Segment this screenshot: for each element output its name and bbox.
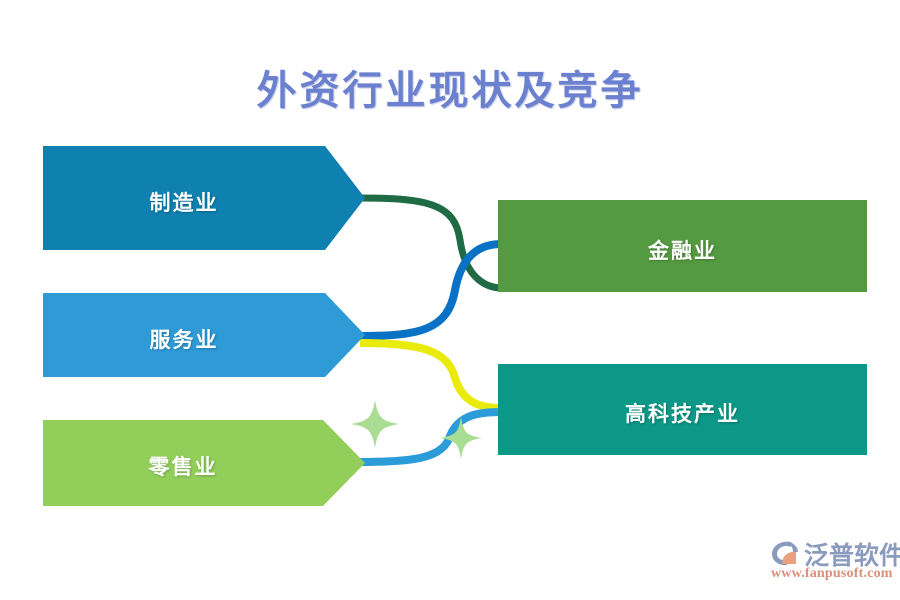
brand-url: www.fanpusoft.com: [771, 566, 893, 581]
decoration-group: [351, 400, 482, 459]
connector-services-to-finance: [359, 240, 503, 340]
brand-name: 泛普软件: [804, 543, 900, 570]
page-title: 外资行业现状及竞争: [256, 68, 644, 113]
brand-logo[interactable]: 泛普软件 www.fanpusoft.com: [768, 536, 900, 586]
right-node-group: [498, 200, 867, 455]
node-services[interactable]: [43, 293, 365, 377]
node-manufacturing[interactable]: [43, 146, 365, 250]
connector-manufacturing-to-finance: [359, 194, 503, 292]
node-finance[interactable]: [498, 200, 867, 292]
node-hightech[interactable]: [498, 364, 867, 455]
sparkle-left-icon: [351, 400, 399, 448]
fanpu-logo-icon: [772, 541, 798, 566]
node-retail[interactable]: [43, 420, 365, 506]
left-node-group: [43, 146, 365, 506]
sparkle-right-icon: [440, 417, 482, 459]
connector-services-to-hightech: [359, 339, 503, 412]
